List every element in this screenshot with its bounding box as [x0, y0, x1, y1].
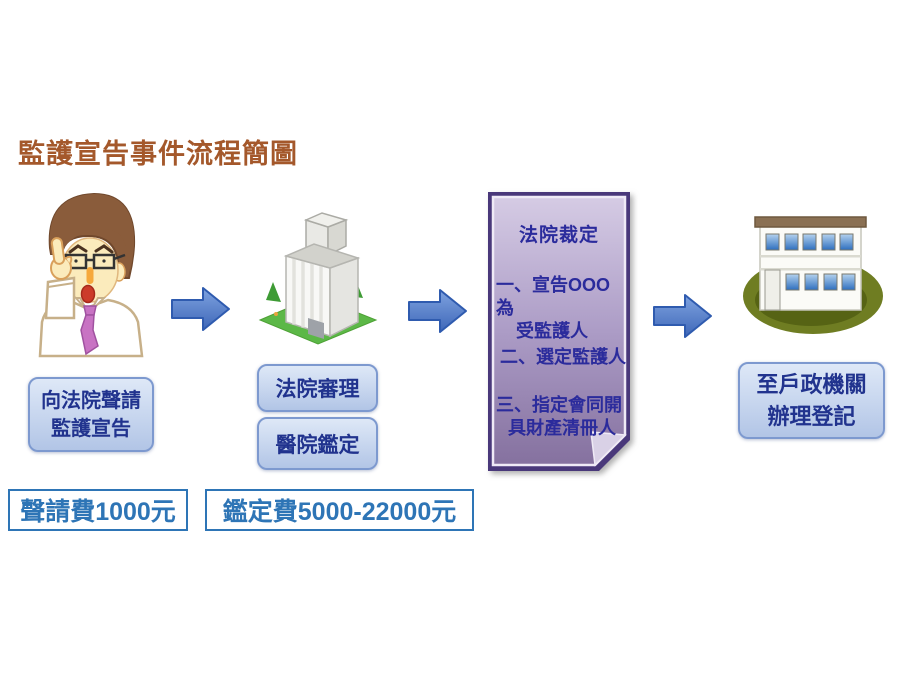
court-review-label: 法院審理 — [275, 378, 360, 401]
register-box-line2: 辦理登記 — [767, 403, 856, 429]
ruling-heading: 法院裁定 — [518, 225, 599, 246]
folded-page-shape — [488, 192, 630, 471]
register-at-office-box: 至戶政機關 辦理登記 — [738, 362, 885, 439]
court-ruling-panel: 法院裁定 一、宣告OOO為 受監護人 二、選定監護人 三、指定會同開 具財產清冊… — [486, 190, 632, 472]
ruling-item-1-line1: 一、宣告OOO為 — [496, 275, 611, 318]
apply-box-line2: 監護宣告 — [51, 417, 131, 440]
apply-box-line1: 向法院聲請 — [41, 389, 141, 412]
hospital-assessment-box: 醫院鑑定 — [257, 417, 378, 470]
ruling-item-3-line2: 具財產清冊人 — [508, 418, 616, 438]
ruling-item-3-line1: 三、指定會同開 — [496, 395, 622, 415]
court-review-box: 法院審理 — [257, 364, 378, 412]
person-applicant-icon — [38, 192, 144, 358]
assessment-fee-box: 鑑定費5000-22000元 — [205, 489, 474, 531]
ruling-item-3: 三、指定會同開 具財產清冊人 — [496, 394, 626, 440]
flow-arrow-2-icon — [408, 289, 467, 333]
apply-to-court-box: 向法院聲請 監護宣告 — [28, 377, 154, 452]
ruling-item-1-line2: 受監護人 — [516, 321, 588, 341]
application-fee-box: 聲請費1000元 — [8, 489, 188, 531]
ruling-item-2: 二、選定監護人 — [500, 347, 626, 367]
hospital-label: 醫院鑑定 — [275, 433, 360, 457]
flow-arrow-3-icon — [653, 294, 712, 338]
court-building-icon — [258, 212, 378, 345]
register-box-line1: 至戶政機關 — [756, 371, 867, 397]
flow-arrow-1-icon — [171, 287, 230, 331]
ruling-item-1: 一、宣告OOO為 受監護人 — [496, 274, 626, 343]
registration-office-icon — [743, 216, 883, 334]
page-title: 監護宣告事件流程簡圖 — [18, 139, 298, 169]
